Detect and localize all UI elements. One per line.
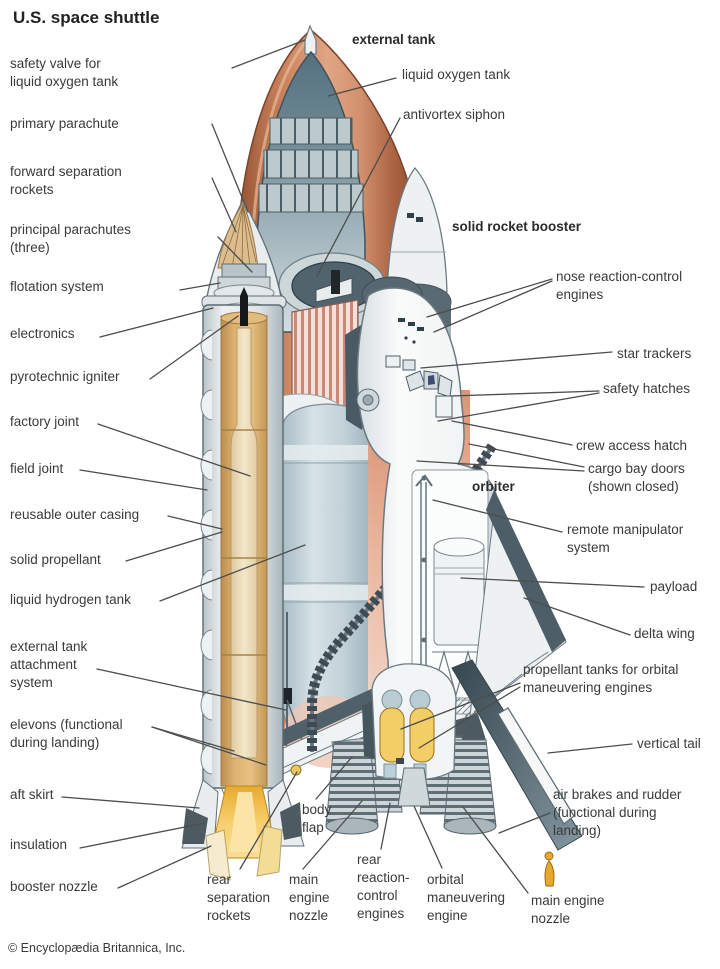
label-cargo-bay-doors: cargo bay doors (shown closed) <box>588 461 685 494</box>
label-main-engine-nozzle-right: main engine nozzle <box>531 893 605 926</box>
label-field-joint: field joint <box>10 461 64 476</box>
label-antivortex-siphon: antivortex siphon <box>403 107 506 122</box>
label-nose-reaction-control-engines: nose reaction-control engines <box>556 269 683 302</box>
label-principal-parachutes: principal parachutes (three) <box>10 222 131 255</box>
label-rear-reaction-control-engines: rear reaction- control engines <box>357 852 410 921</box>
label-insulation: insulation <box>10 837 68 852</box>
label-air-brakes-rudder: air brakes and rudder (functional during… <box>553 787 682 838</box>
label-payload: payload <box>650 579 698 594</box>
page-title: U.S. space shuttle <box>13 8 160 27</box>
left-srb-illustration <box>181 198 305 881</box>
label-forward-separation-rockets: forward separation rockets <box>10 164 122 197</box>
label-orbital-maneuvering-engine: orbital maneuvering engine <box>427 872 506 923</box>
human-scale-figure <box>544 851 555 887</box>
orbiter-illustration <box>345 276 499 781</box>
label-electronics: electronics <box>10 326 75 341</box>
label-aft-skirt: aft skirt <box>10 787 54 802</box>
label-liquid-oxygen-tank: liquid oxygen tank <box>402 67 511 82</box>
label-crew-access-hatch: crew access hatch <box>576 438 688 453</box>
label-liquid-hydrogen-tank: liquid hydrogen tank <box>10 592 131 607</box>
label-orbiter: orbiter <box>472 479 515 494</box>
label-flotation-system: flotation system <box>10 279 104 294</box>
delta-wing-and-tail <box>451 490 583 851</box>
label-solid-rocket-booster: solid rocket booster <box>452 219 582 234</box>
label-propellant-tanks-oms: propellant tanks for orbital maneuvering… <box>523 662 679 695</box>
label-delta-wing: delta wing <box>634 626 695 641</box>
label-safety-hatches: safety hatches <box>603 381 691 396</box>
label-solid-propellant: solid propellant <box>10 552 101 567</box>
label-booster-nozzle: booster nozzle <box>10 879 98 894</box>
copyright-credit: © Encyclopædia Britannica, Inc. <box>8 941 186 955</box>
label-factory-joint: factory joint <box>10 414 80 429</box>
label-safety-valve: safety valve for liquid oxygen tank <box>10 56 119 89</box>
label-star-trackers: star trackers <box>617 346 692 361</box>
label-pyrotechnic-igniter: pyrotechnic igniter <box>10 369 120 384</box>
label-rear-separation-rockets: rear separation rockets <box>207 872 271 923</box>
label-external-tank: external tank <box>352 32 436 47</box>
label-primary-parachute: primary parachute <box>10 116 119 131</box>
label-external-tank-attachment-system: external tank attachment system <box>10 639 88 690</box>
label-elevons: elevons (functional during landing) <box>10 717 123 750</box>
label-body-flap: body flap <box>302 802 332 835</box>
label-vertical-tail: vertical tail <box>637 736 701 751</box>
engines-and-oms <box>325 663 497 835</box>
label-remote-manipulator-system: remote manipulator system <box>567 522 684 555</box>
leader-lines <box>61 39 645 894</box>
label-reusable-outer-casing: reusable outer casing <box>10 507 140 522</box>
label-main-engine-nozzle-bottom: main engine nozzle <box>289 872 330 923</box>
